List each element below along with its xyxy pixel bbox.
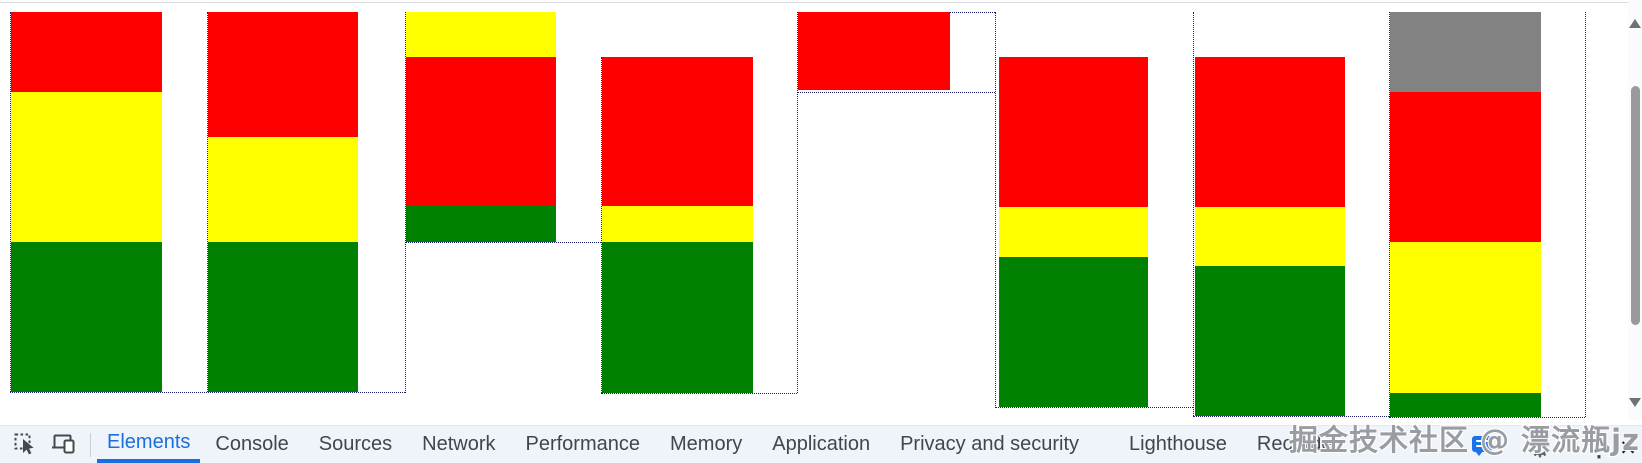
- tab-recorder[interactable]: Recorder: [1256, 433, 1340, 455]
- color-block-red-col6: [999, 57, 1148, 207]
- feedback-button[interactable]: [1471, 434, 1493, 456]
- color-block-yellow-col8: [1390, 242, 1541, 393]
- color-block-yellow-col4: [602, 206, 753, 242]
- color-block-red-col7: [1195, 57, 1345, 207]
- color-block-green-col2: [208, 242, 358, 392]
- settings-gear-icon[interactable]: ⚙: [1528, 434, 1552, 463]
- scrollbar-up-arrow-icon[interactable]: [1629, 19, 1641, 28]
- color-block-yellow-col7: [1195, 207, 1345, 266]
- color-block-red-col2: [208, 12, 358, 137]
- flex-overlay-line: [950, 12, 995, 13]
- close-devtools-button[interactable]: ✕: [1616, 436, 1640, 460]
- color-block-yellow-col6: [999, 207, 1148, 257]
- flex-overlay-line: [1389, 417, 1585, 418]
- tab-network[interactable]: Network: [422, 433, 496, 455]
- color-block-green-col6: [999, 257, 1148, 407]
- more-options-icon[interactable]: ⋮: [1588, 437, 1610, 461]
- tab-console[interactable]: Console: [215, 433, 289, 455]
- flex-overlay-line: [601, 393, 797, 394]
- tab-lighthouse[interactable]: Lighthouse: [1129, 433, 1227, 455]
- flex-overlay-line: [797, 92, 995, 93]
- color-block-green-col3: [406, 206, 556, 242]
- flex-overlay-line: [995, 12, 996, 408]
- tab-sources[interactable]: Sources: [318, 433, 393, 455]
- color-block-green-col8: [1390, 393, 1541, 417]
- flex-overlay-line: [1585, 12, 1586, 417]
- flex-overlay-line: [1193, 12, 1194, 416]
- color-block-yellow-col2: [208, 137, 358, 242]
- page-top-border: [0, 2, 1642, 3]
- scrollbar-thumb[interactable]: [1631, 86, 1640, 325]
- color-block-red-col4: [602, 57, 753, 206]
- flex-overlay-line: [1193, 416, 1389, 417]
- flex-overlay-line: [995, 407, 1193, 408]
- toolbar-divider: [90, 432, 91, 457]
- device-toolbar-button[interactable]: [46, 426, 82, 463]
- color-block-yellow-col3: [406, 12, 556, 57]
- color-block-green-col1: [11, 242, 162, 392]
- devtools-toolbar: Elements Console Sources Network Performance…: [0, 425, 1642, 463]
- inspect-element-button[interactable]: [8, 426, 42, 463]
- color-block-yellow-col1: [11, 92, 162, 242]
- tab-application[interactable]: Application: [772, 433, 871, 455]
- color-block-green-col4: [602, 242, 753, 393]
- inspect-cursor-icon: [14, 432, 37, 458]
- color-block-red-col5: [798, 12, 950, 90]
- tab-privacy-and-security[interactable]: Privacy and security: [900, 433, 1080, 455]
- tab-performance[interactable]: Performance: [525, 433, 641, 455]
- tab-memory[interactable]: Memory: [670, 433, 743, 455]
- flex-overlay-line: [10, 392, 405, 393]
- tab-elements[interactable]: Elements: [97, 426, 201, 463]
- flex-overlay-line: [405, 242, 601, 243]
- devtools-tabs: Elements Console Sources Network Performance…: [91, 426, 1354, 463]
- color-block-red-col1: [11, 12, 162, 92]
- color-block-gray-col8: [1390, 12, 1541, 92]
- color-block-green-col7: [1195, 266, 1345, 416]
- feedback-icon: [1472, 436, 1492, 456]
- color-block-red-col8: [1390, 92, 1541, 242]
- vertical-scrollbar[interactable]: [1628, 0, 1642, 420]
- scrollbar-down-arrow-icon[interactable]: [1629, 398, 1641, 407]
- device-toolbar-icon: [51, 433, 77, 457]
- color-block-red-col3: [406, 57, 556, 206]
